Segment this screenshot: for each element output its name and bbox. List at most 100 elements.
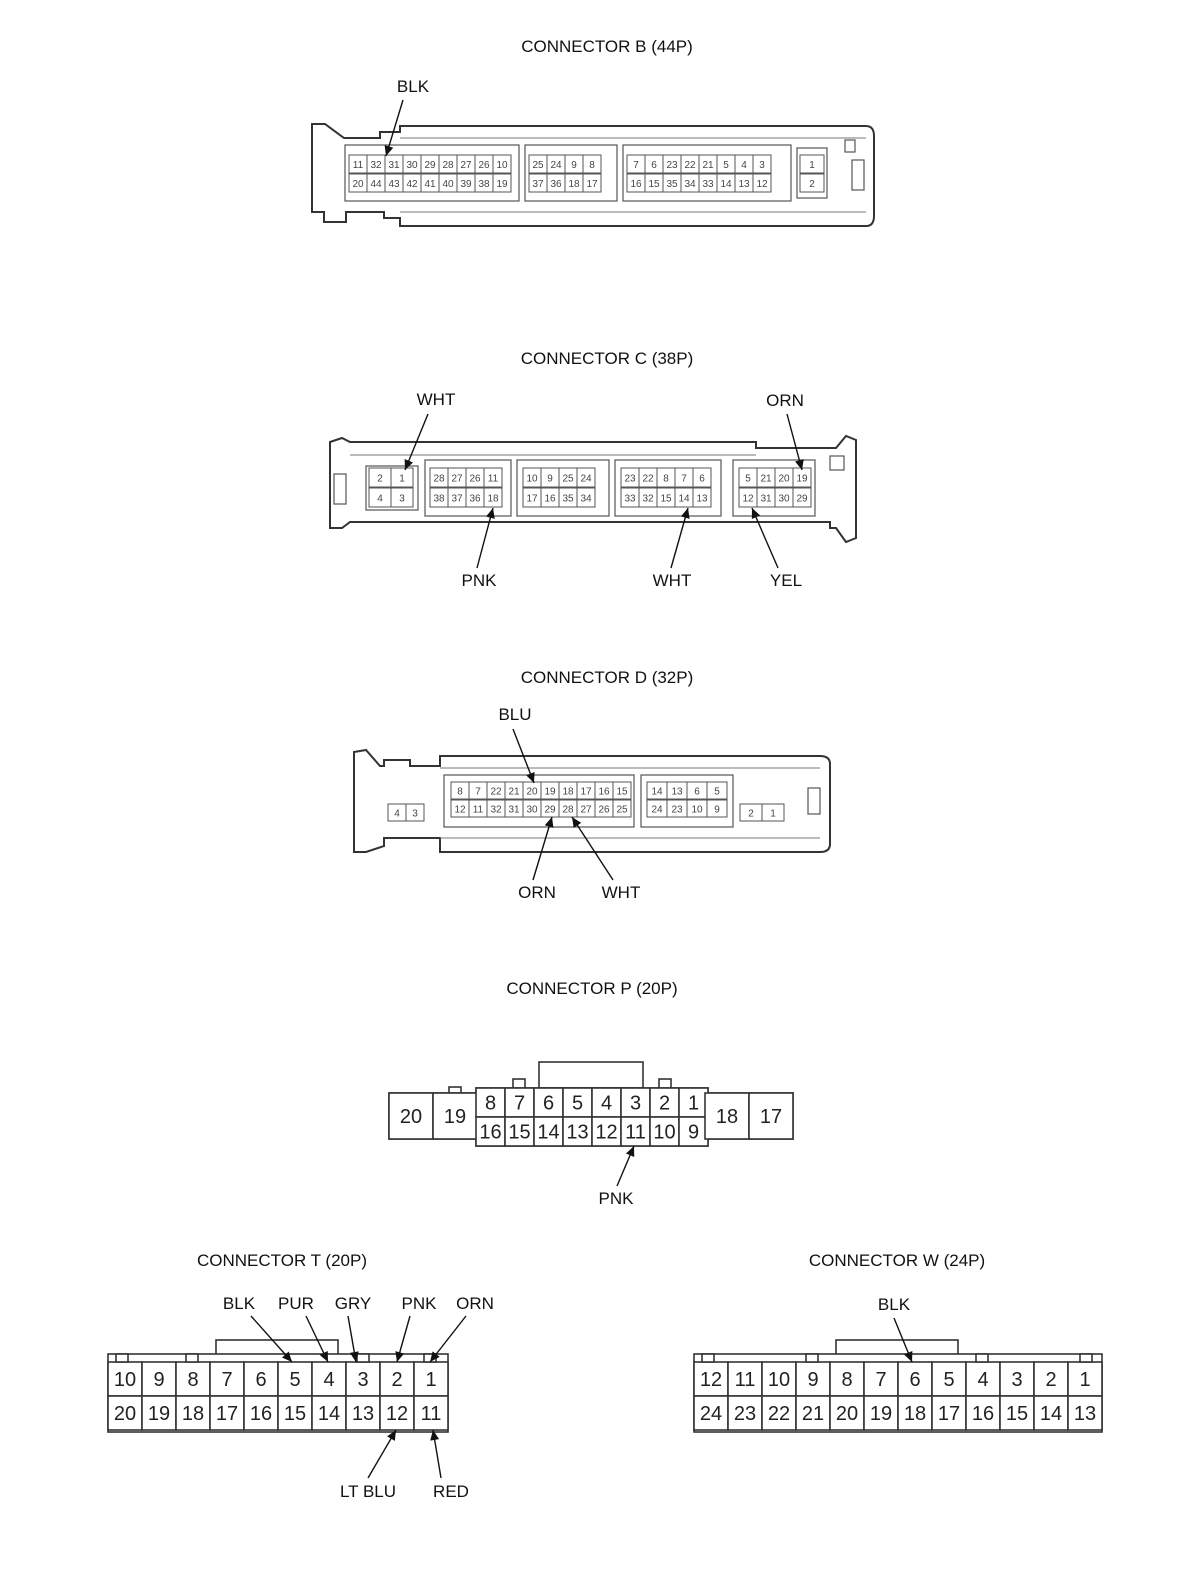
connector-d-title: CONNECTOR D (32P) — [521, 668, 694, 687]
connector-b-title: CONNECTOR B (44P) — [521, 37, 693, 56]
connector-t-pin-5: 5 — [289, 1369, 300, 1391]
connector-w-pin-8: 8 — [841, 1369, 852, 1391]
connector-c-pin-37: 37 — [451, 494, 463, 505]
wire-color-label: BLK — [223, 1294, 256, 1313]
wire-c-orn-pin-19: ORN — [766, 391, 804, 471]
wire-t-blk-pin-5: BLK — [223, 1294, 293, 1363]
connector-c-pin-38: 38 — [433, 494, 445, 505]
connector-b-pin-16: 16 — [630, 179, 642, 190]
connector-w-pin-15: 15 — [1006, 1403, 1028, 1425]
connector-t-title: CONNECTOR T (20P) — [197, 1251, 367, 1270]
connector-t-pin-6: 6 — [255, 1369, 266, 1391]
connector-b-pin-34: 34 — [684, 179, 696, 190]
connector-b-pin-39: 39 — [460, 179, 472, 190]
connector-p-pin-17: 17 — [760, 1106, 782, 1128]
connector-b-pin-26: 26 — [478, 160, 490, 171]
connector-w-pin-10: 10 — [768, 1369, 790, 1391]
connector-d-pin-22: 22 — [490, 787, 502, 798]
connector-b-pin-3: 3 — [759, 160, 765, 171]
connector-b-pin-30: 30 — [406, 160, 418, 171]
connector-w-pin-9: 9 — [807, 1369, 818, 1391]
connector-d-pin-2: 2 — [748, 809, 754, 820]
connector-p-pin-16: 16 — [479, 1122, 501, 1144]
connector-w-pin-21: 21 — [802, 1403, 824, 1425]
connector-p-pin-14: 14 — [537, 1122, 559, 1144]
wire-color-label: ORN — [456, 1294, 494, 1313]
connector-w-pin-16: 16 — [972, 1403, 994, 1425]
wire-color-label: PNK — [462, 571, 498, 590]
connector-d-pin-12: 12 — [454, 805, 466, 816]
connector-c-pin-21: 21 — [760, 474, 772, 485]
connector-b-pin-44: 44 — [370, 179, 382, 190]
connector-b-pin-21: 21 — [702, 160, 714, 171]
connector-w-pin-24: 24 — [700, 1403, 722, 1425]
connector-w-pin-19: 19 — [870, 1403, 892, 1425]
connector-b-pin-7: 7 — [633, 160, 639, 171]
connector-w-pin-1: 1 — [1079, 1369, 1090, 1391]
wire-color-label: BLK — [397, 77, 430, 96]
wire-w-blk-pin-6: BLK — [878, 1295, 913, 1363]
connector-d-pin-6: 6 — [694, 787, 700, 798]
connector-w-pin-12: 12 — [700, 1369, 722, 1391]
wire-color-label: WHT — [653, 571, 692, 590]
connector-d-pin-25: 25 — [616, 805, 628, 816]
wire-color-label: WHT — [417, 390, 456, 409]
connector-d-pin-7: 7 — [475, 787, 481, 798]
wire-color-label: YEL — [770, 571, 802, 590]
connector-c-pin-27: 27 — [451, 474, 463, 485]
wire-t-pnk-pin-2: PNK — [395, 1294, 438, 1363]
connector-c-pin-10: 10 — [526, 474, 538, 485]
connector-c-pin-29: 29 — [796, 494, 808, 505]
connector-c-pin-20: 20 — [778, 474, 790, 485]
connector-d-pin-3: 3 — [412, 809, 418, 820]
connector-t-pin-17: 17 — [216, 1403, 238, 1425]
connector-d-pin-20: 20 — [526, 787, 538, 798]
wire-color-label: PNK — [402, 1294, 438, 1313]
wire-d-orn-pin-29: ORN — [518, 816, 556, 902]
connector-d-pin-32: 32 — [490, 805, 502, 816]
connector-c-pin-25: 25 — [562, 474, 574, 485]
wire-color-label: ORN — [518, 883, 556, 902]
connector-p-pin-11: 11 — [625, 1122, 646, 1144]
connector-c-pin-6: 6 — [699, 474, 705, 485]
connector-t-pin-16: 16 — [250, 1403, 272, 1425]
connector-d-pin-4: 4 — [394, 809, 400, 820]
connector-b-pin-32: 32 — [370, 160, 382, 171]
connector-d-pin-19: 19 — [544, 787, 556, 798]
connector-w-pin-17: 17 — [938, 1403, 960, 1425]
connector-d-pin-27: 27 — [580, 805, 592, 816]
connector-c-pin-13: 13 — [696, 494, 708, 505]
wire-t-lt-blu-pin-12: LT BLU — [340, 1429, 397, 1501]
connector-w-pin-11: 11 — [735, 1369, 756, 1391]
connector-p-pin-13: 13 — [566, 1122, 588, 1144]
connector-w-pin-5: 5 — [943, 1369, 954, 1391]
connector-c-pin-12: 12 — [742, 494, 754, 505]
connector-b-pin-15: 15 — [648, 179, 660, 190]
connector-d-pin-8: 8 — [457, 787, 463, 798]
connector-c-pin-3: 3 — [399, 494, 405, 505]
connector-b-pin-12: 12 — [756, 179, 768, 190]
connector-c-pin-4: 4 — [377, 494, 383, 505]
connector-t-pin-11: 11 — [421, 1403, 442, 1425]
connector-p-pin-8: 8 — [485, 1093, 496, 1115]
wire-color-label: BLK — [878, 1295, 911, 1314]
connector-d-pin-31: 31 — [508, 805, 520, 816]
connector-d-pin-15: 15 — [616, 787, 628, 798]
wire-t-orn-pin-1: ORN — [429, 1294, 494, 1363]
connector-d-pin-26: 26 — [598, 805, 610, 816]
connector-t-pin-12: 12 — [386, 1403, 408, 1425]
connector-c-pin-1: 1 — [399, 474, 405, 485]
connector-t-pin-18: 18 — [182, 1403, 204, 1425]
wire-c-wht-pin-1: WHT — [404, 390, 456, 471]
connector-c-pin-16: 16 — [544, 494, 556, 505]
connector-b-pin-8: 8 — [589, 160, 595, 171]
connector-c-pin-22: 22 — [642, 474, 654, 485]
connector-c-pin-9: 9 — [547, 474, 553, 485]
connector-p-pin-5: 5 — [572, 1093, 583, 1115]
connector-p-pin-7: 7 — [514, 1093, 525, 1115]
connector-d-pin-16: 16 — [598, 787, 610, 798]
